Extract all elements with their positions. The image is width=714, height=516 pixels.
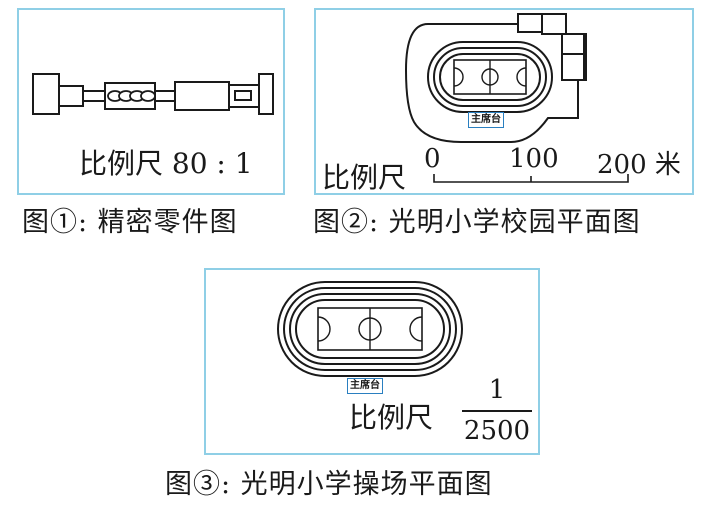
figure3-panel: 主席台 比例尺 1 2500 bbox=[204, 268, 540, 455]
figure2-panel: 主席台 比例尺 0 100 200 米 bbox=[314, 8, 694, 195]
scale-numerator: 1 bbox=[488, 375, 506, 405]
building-block-3 bbox=[561, 33, 585, 55]
figure3-scale-label: 比例尺 bbox=[349, 401, 434, 434]
track-lane-2 bbox=[283, 287, 457, 371]
field-center-circle bbox=[358, 317, 382, 341]
campus-plan-drawing bbox=[404, 13, 629, 183]
scale-tick-200: 200 米 bbox=[597, 150, 681, 180]
part-left-collar bbox=[58, 85, 84, 107]
track-middle bbox=[433, 47, 547, 107]
scale-bar bbox=[433, 174, 629, 183]
building-block-1 bbox=[517, 13, 543, 33]
figure2-caption: 图②: 光明小学校园平面图 bbox=[313, 207, 641, 238]
scale-fraction: 1 2500 bbox=[462, 372, 532, 448]
figure1-panel: 比例尺 80 : 1 bbox=[17, 8, 285, 195]
figure1-caption: 图①: 精密零件图 bbox=[22, 207, 238, 238]
playground-plan-drawing bbox=[277, 281, 463, 377]
part-end-cap bbox=[258, 73, 274, 115]
field-left-arc bbox=[453, 67, 464, 87]
precision-part-drawing bbox=[32, 73, 274, 115]
part-right-slot bbox=[234, 90, 252, 101]
track-inner bbox=[439, 53, 541, 101]
field-right-arc bbox=[516, 67, 527, 87]
fraction-bar bbox=[462, 410, 532, 412]
field-left-arc bbox=[317, 316, 331, 342]
figure1-scale: 比例尺 80 : 1 bbox=[79, 147, 253, 180]
figure2-scale-label: 比例尺 bbox=[322, 161, 407, 194]
scale-tick-100: 100 bbox=[509, 144, 559, 174]
part-left-block bbox=[32, 73, 60, 115]
track-lane-3 bbox=[289, 293, 451, 365]
building-block-2 bbox=[541, 13, 567, 35]
scale-denominator: 2500 bbox=[463, 416, 531, 446]
field-center-circle bbox=[481, 68, 499, 86]
track-outer bbox=[277, 281, 463, 377]
reviewing-stand-label: 主席台 bbox=[347, 378, 383, 394]
scale-tick-0: 0 bbox=[424, 144, 441, 174]
part-right-block bbox=[174, 81, 230, 111]
track-inner bbox=[295, 299, 445, 359]
part-coil bbox=[107, 90, 156, 102]
reviewing-stand-label: 主席台 bbox=[468, 112, 504, 128]
part-left-shaft bbox=[82, 90, 106, 102]
field-right-arc bbox=[409, 316, 423, 342]
part-mid-shaft bbox=[154, 90, 176, 102]
building-block-4 bbox=[561, 53, 585, 81]
figure3-caption: 图③: 光明小学操场平面图 bbox=[165, 469, 493, 500]
campus-boundary bbox=[404, 13, 587, 143]
